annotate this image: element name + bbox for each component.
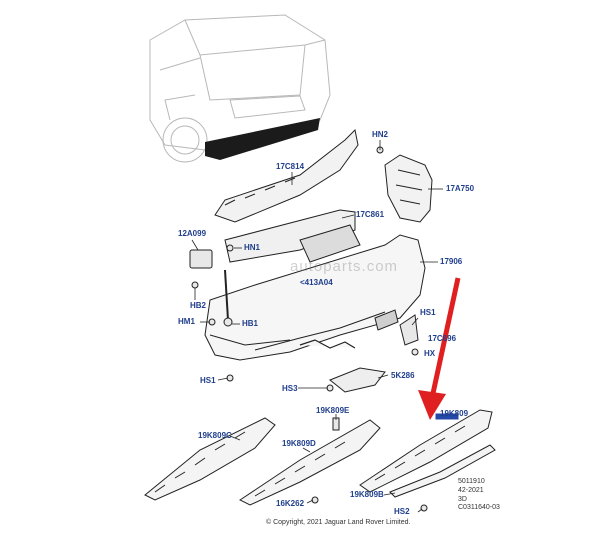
callout-19k809c: 19K809C [198, 431, 232, 440]
part-19k809d-moulding [239, 419, 381, 506]
callout-12a099: 12A099 [178, 229, 207, 238]
callout-16k262: 16K262 [276, 499, 305, 508]
callout-19k809e: 19K809E [316, 406, 350, 415]
callout-413a04: <413A04 [300, 278, 333, 287]
callout-hs1-right: HS1 [420, 308, 436, 317]
callout-hn2: HN2 [372, 130, 389, 139]
vehicle-bumper-highlight [205, 118, 320, 160]
part-17c814-bracket [214, 128, 359, 223]
reference-line-1: 5011910 [458, 478, 485, 485]
callout-17c814: 17C814 [276, 162, 305, 171]
part-19k809-moulding [359, 409, 493, 493]
callout-19k809b: 19K809B [350, 490, 384, 499]
part-5k286 [329, 367, 386, 393]
leader-lines [191, 140, 443, 513]
part-19k809b-strip [389, 444, 496, 498]
callout-hb2: HB2 [190, 301, 207, 310]
part-17c861-absorber [224, 209, 361, 263]
callout-17906: 17906 [440, 257, 463, 266]
part-17906-bumper [204, 234, 426, 361]
callout-hb1: HB1 [242, 319, 259, 328]
red-arrow-indicator [418, 277, 461, 420]
callout-hn1: HN1 [244, 243, 261, 252]
vehicle-outline [149, 14, 331, 163]
copyright-notice: © Copyright, 2021 Jaguar Land Rover Limi… [266, 519, 411, 526]
callout-17c696: 17C696 [428, 334, 457, 343]
part-17a750-bracket [384, 154, 433, 223]
callout-17c861: 17C861 [356, 210, 385, 219]
watermark: autoparts.com [290, 258, 399, 275]
hardware-parts [189, 146, 428, 512]
callout-hs3: HS3 [282, 384, 298, 393]
reference-line-3: 3D [458, 495, 467, 503]
reference-line-2: 42-2021 [458, 486, 484, 494]
callout-hs2: HS2 [394, 507, 410, 516]
drawing-reference: 5011910 42-2021 3D C0311640-03 [458, 478, 500, 513]
callout-hx: HX [424, 349, 436, 358]
part-19k809c-moulding [144, 417, 276, 501]
callout-19k809d: 19K809D [282, 439, 316, 448]
callout-19k809: 19K809 [440, 409, 469, 418]
reference-line-4: C0311640-03 [458, 504, 500, 512]
callout-hs1-left: HS1 [200, 376, 216, 385]
callout-17a750: 17A750 [446, 184, 475, 193]
callout-hm1: HM1 [178, 317, 195, 326]
callout-5k286: 5K286 [391, 371, 415, 380]
